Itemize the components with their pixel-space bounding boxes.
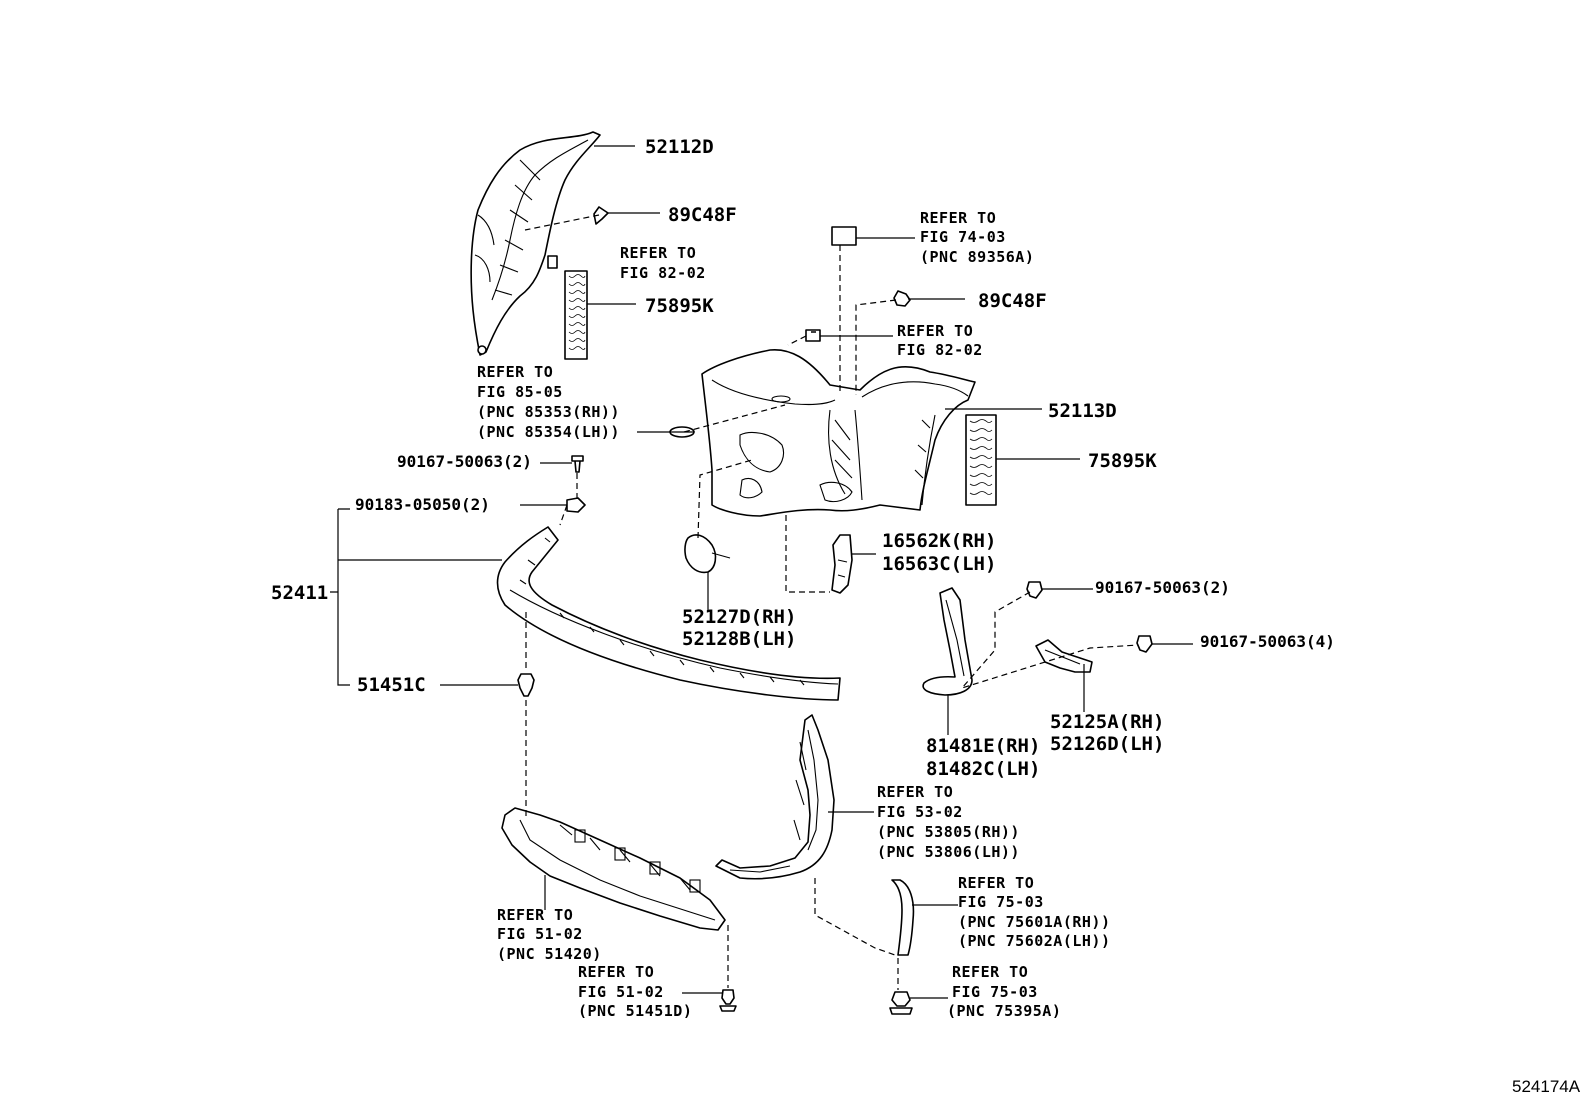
- ref-5102b-l3: (PNC 51451D): [578, 1002, 692, 1020]
- ref-7403-l3: (PNC 89356A): [920, 248, 1034, 266]
- ref-7403-l2: FIG 74-03: [920, 228, 1006, 246]
- clip-ref-82-02-right[interactable]: [805, 329, 821, 342]
- cap-ref-74-03[interactable]: [831, 226, 857, 246]
- label-89c48f-right: 89C48F: [978, 290, 1047, 312]
- bumper-side-bracket-left-part[interactable]: [470, 131, 601, 356]
- ref-8505: REFER TO FIG 85-05 (PNC 85353(RH)) (PNC …: [477, 363, 620, 441]
- ref-7503b-l1: REFER TO: [952, 963, 1028, 981]
- clip-ref-51451d[interactable]: [719, 989, 737, 1012]
- label-90167-right-a: 90167-50063(2): [1095, 578, 1230, 597]
- figure-code: 524174A: [1512, 1077, 1581, 1096]
- nut-90183[interactable]: [566, 497, 586, 513]
- label-16563c: 16563C(LH): [882, 553, 996, 575]
- ref-8202a-l2: FIG 82-02: [620, 264, 706, 282]
- label-52126d: 52126D(LH): [1050, 733, 1164, 755]
- label-52127d: 52127D(RH): [682, 606, 796, 628]
- ref-8202b: REFER TO FIG 82-02: [897, 322, 983, 359]
- ref-5102b-l1: REFER TO: [578, 963, 654, 981]
- ref-7403-l1: REFER TO: [920, 209, 996, 227]
- engine-undercover-ref-51-02[interactable]: [501, 807, 726, 931]
- ref-8505-l3: (PNC 85353(RH)): [477, 403, 620, 421]
- ref-8202b-l2: FIG 82-02: [897, 341, 983, 359]
- label-52128b: 52128B(LH): [682, 628, 796, 650]
- label-75895k-left: 75895K: [645, 295, 714, 317]
- label-90167-left: 90167-50063(2): [397, 452, 532, 471]
- ref-5102b: REFER TO FIG 51-02 (PNC 51451D): [578, 963, 692, 1020]
- label-81482c: 81482C(LH): [926, 758, 1040, 780]
- fender-liner-ref-53-02[interactable]: [715, 714, 835, 880]
- ref-5102a-l1: REFER TO: [497, 906, 573, 924]
- label-89c48f-left: 89C48F: [668, 204, 737, 226]
- ref-5302-l1: REFER TO: [877, 783, 953, 801]
- ref-7503b: REFER TO FIG 75-03 (PNC 75395A): [947, 963, 1061, 1020]
- pad-75895k-right[interactable]: [965, 414, 997, 506]
- ref-5102a-l3: (PNC 51420): [497, 945, 602, 963]
- clip-89c48f-right[interactable]: [893, 290, 911, 307]
- mudguard-ref-75-03[interactable]: [891, 879, 915, 956]
- ref-7503a-l3: (PNC 75601A(RH)): [958, 913, 1111, 931]
- clip-ref-82-02-left[interactable]: [547, 255, 558, 269]
- clip-89c48f-left[interactable]: [593, 206, 609, 225]
- pad-75895k-left[interactable]: [564, 270, 588, 360]
- label-52112d: 52112D: [645, 136, 714, 158]
- part-labels: 52112D 89C48F 75895K 89C48F 52113D 75895…: [271, 136, 1335, 780]
- ref-5302-l2: FIG 53-02: [877, 803, 963, 821]
- ref-5302: REFER TO FIG 53-02 (PNC 53805(RH)) (PNC …: [877, 783, 1020, 861]
- ref-8202b-l1: REFER TO: [897, 322, 973, 340]
- label-52125a: 52125A(RH): [1050, 711, 1164, 733]
- ref-5102a-l2: FIG 51-02: [497, 925, 583, 943]
- clip-ref-75395a[interactable]: [889, 991, 913, 1015]
- ref-8202a: REFER TO FIG 82-02: [620, 244, 706, 282]
- clip-51451c[interactable]: [517, 673, 535, 697]
- label-16562k: 16562K(RH): [882, 530, 996, 552]
- ref-8505-l2: FIG 85-05: [477, 383, 563, 401]
- label-52113d: 52113D: [1048, 400, 1117, 422]
- ref-8505-l1: REFER TO: [477, 363, 553, 381]
- ref-8202a-l1: REFER TO: [620, 244, 696, 262]
- bracket-16562k[interactable]: [831, 534, 853, 594]
- ref-5302-l3: (PNC 53805(RH)): [877, 823, 1020, 841]
- label-81481e: 81481E(RH): [926, 735, 1040, 757]
- ref-5102a: REFER TO FIG 51-02 (PNC 51420): [497, 906, 602, 963]
- ref-7503b-l3: (PNC 75395A): [947, 1002, 1061, 1020]
- bumper-reinforcement-52411[interactable]: [496, 526, 841, 701]
- label-51451c: 51451C: [357, 674, 426, 696]
- label-90183: 90183-05050(2): [355, 495, 490, 514]
- label-75895k-right: 75895K: [1088, 450, 1157, 472]
- assembly-dash-lines: [524, 214, 1139, 990]
- screw-90167-left[interactable]: [571, 455, 584, 473]
- ref-7503b-l2: FIG 75-03: [952, 983, 1038, 1001]
- ref-5102b-l2: FIG 51-02: [578, 983, 664, 1001]
- ref-7403: REFER TO FIG 74-03 (PNC 89356A): [920, 209, 1034, 266]
- ref-5302-l4: (PNC 53806(LH)): [877, 843, 1020, 861]
- screw-90167-right-b[interactable]: [1136, 635, 1153, 653]
- ref-7503a: REFER TO FIG 75-03 (PNC 75601A(RH)) (PNC…: [958, 874, 1111, 950]
- ref-7503a-l1: REFER TO: [958, 874, 1034, 892]
- front-bumper-cover[interactable]: [701, 348, 976, 517]
- tow-hook-cover-52127d[interactable]: [684, 534, 731, 574]
- fog-lamp-bracket-81481e[interactable]: [922, 587, 973, 696]
- label-52411: 52411: [271, 582, 328, 604]
- screw-90167-right-a[interactable]: [1026, 581, 1043, 599]
- ref-7503a-l4: (PNC 75602A(LH)): [958, 932, 1111, 950]
- label-90167-right-b: 90167-50063(4): [1200, 632, 1335, 651]
- ref-8505-l4: (PNC 85354(LH)): [477, 423, 620, 441]
- ref-7503a-l2: FIG 75-03: [958, 893, 1044, 911]
